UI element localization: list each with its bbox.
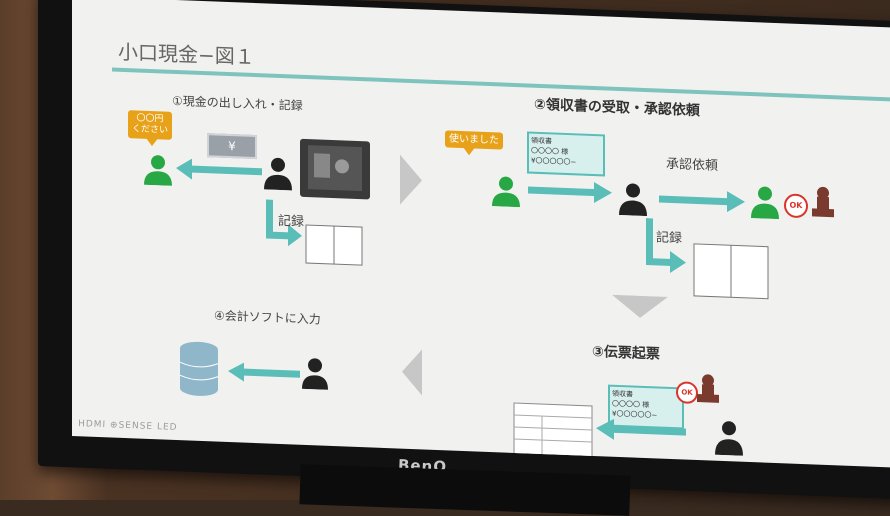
chevron-down-icon	[612, 294, 668, 318]
slide-title: 小口現金−図１	[118, 39, 255, 70]
chevron-right-icon	[400, 154, 422, 205]
person-dark-icon	[264, 157, 292, 191]
person-green-icon	[144, 155, 172, 186]
ok-stamp-icon: OK	[784, 193, 808, 219]
step3-heading: ③伝票起票	[592, 343, 660, 363]
hanko-stamp-icon	[812, 186, 834, 218]
hanko-stamp-icon	[697, 374, 719, 403]
arrow-down-right-icon	[646, 218, 686, 273]
safe-icon	[300, 138, 370, 200]
receipt-icon: 領収書 〇〇〇〇 様 ¥〇〇〇〇〇−	[527, 131, 605, 177]
receipt-yen: ¥〇〇〇〇〇−	[531, 156, 577, 167]
cash-bill-icon: ¥	[207, 133, 257, 160]
arrow-left-icon	[596, 418, 686, 440]
step4-heading: ④会計ソフトに入力	[214, 308, 321, 327]
person-green-icon	[751, 186, 779, 220]
bubble-request-line2: ください	[132, 124, 169, 136]
step1-heading: ①現金の出し入れ・記録	[172, 93, 303, 113]
arrow-left-icon	[176, 158, 262, 180]
slide-screen: 小口現金−図１ ①現金の出し入れ・記録 ②領収書の受取・承認依頼 ③伝票起票 ④…	[72, 0, 890, 468]
record-label-right: 記録	[656, 230, 683, 247]
speech-bubble-used: 使いました	[445, 130, 503, 150]
speech-bubble-request: 〇〇円 ください	[128, 110, 173, 140]
database-icon	[179, 341, 219, 396]
person-dark-icon	[715, 421, 743, 456]
voucher-form-icon	[513, 402, 593, 463]
person-green-icon	[492, 176, 520, 208]
record-label-left: 記録	[278, 213, 305, 230]
person-dark-icon	[619, 183, 647, 217]
ledger-book-icon	[305, 224, 363, 266]
arrow-right-icon	[528, 182, 612, 204]
ledger-book-icon	[693, 243, 769, 300]
arrow-left-icon	[228, 362, 300, 382]
arrow-down-right-icon	[266, 199, 302, 247]
step2-heading: ②領収書の受取・承認依頼	[534, 96, 700, 120]
person-dark-icon	[302, 358, 328, 390]
approval-request-label: 承認依頼	[666, 156, 719, 174]
arrow-right-icon	[659, 191, 745, 213]
chevron-left-icon	[402, 349, 422, 396]
